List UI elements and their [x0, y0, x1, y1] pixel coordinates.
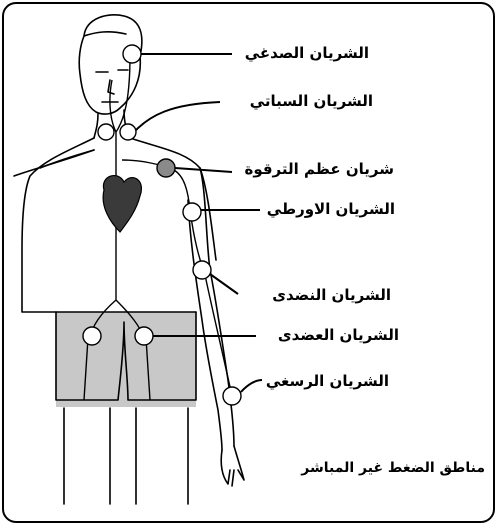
pressure-point-icon [183, 203, 201, 221]
label-femoral-artery: الشريان العضدى [278, 326, 399, 344]
pressure-point-icon [120, 124, 136, 140]
label-wrist-artery: الشريان الرسغي [266, 372, 389, 390]
pressure-point-icon [223, 387, 241, 405]
caption-indirect-pressure: مناطق الضغط غير المباشر [301, 460, 485, 476]
label-subclavian-artery: شريان عظم الترقوة [244, 160, 394, 178]
pressure-point-icon [83, 327, 101, 345]
label-carotid-artery: الشريان السباتي [250, 92, 373, 110]
label-temporal-artery: الشريان الصدغي [245, 44, 369, 62]
hand-outline [221, 446, 244, 486]
artery-main [90, 132, 144, 338]
heart-icon [103, 176, 141, 232]
pressure-point-icon [98, 124, 114, 140]
label-aortic-artery: الشريان الاورطي [267, 200, 395, 218]
pressure-point-icon [193, 261, 211, 279]
pressure-point-icon [123, 45, 141, 63]
torso-left [22, 138, 94, 312]
leader-carotid [136, 102, 220, 130]
leader-subclavian [175, 168, 232, 172]
pressure-point-icon [157, 159, 175, 177]
pressure-point-icon [135, 327, 153, 345]
leader-wrist [241, 380, 262, 392]
label-radial-artery: الشريان النضدى [272, 286, 391, 304]
